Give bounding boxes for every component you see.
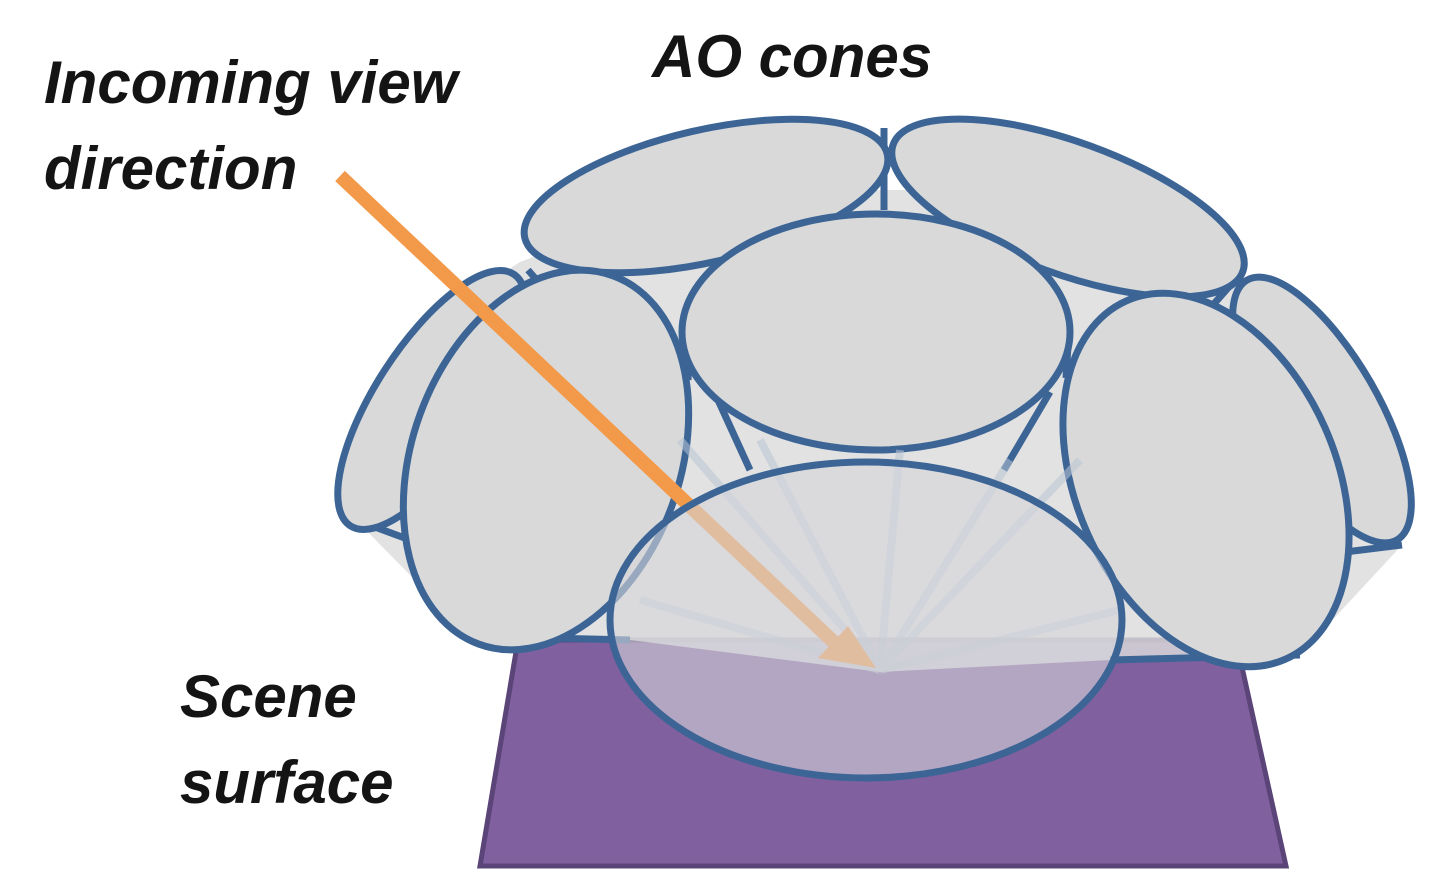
incoming-view-label-line1: Incoming view — [44, 49, 458, 116]
cone-front — [606, 458, 1126, 782]
incoming-view-label-line2: direction — [44, 135, 298, 202]
ao-cones-label: AO cones — [652, 14, 932, 100]
scene-surface-label: Scene surface — [180, 654, 393, 826]
cone-center-back — [678, 210, 1074, 454]
cone-mid-right — [1059, 289, 1353, 671]
middle-cone-ring — [399, 210, 1353, 671]
scene-surface-label-line2: surface — [180, 749, 394, 816]
cone-mid-left — [399, 266, 693, 654]
incoming-view-direction-label: Incoming view direction — [44, 40, 457, 212]
scene-surface-label-line1: Scene — [180, 663, 357, 730]
ao-cones-label-text: AO cones — [652, 23, 933, 90]
